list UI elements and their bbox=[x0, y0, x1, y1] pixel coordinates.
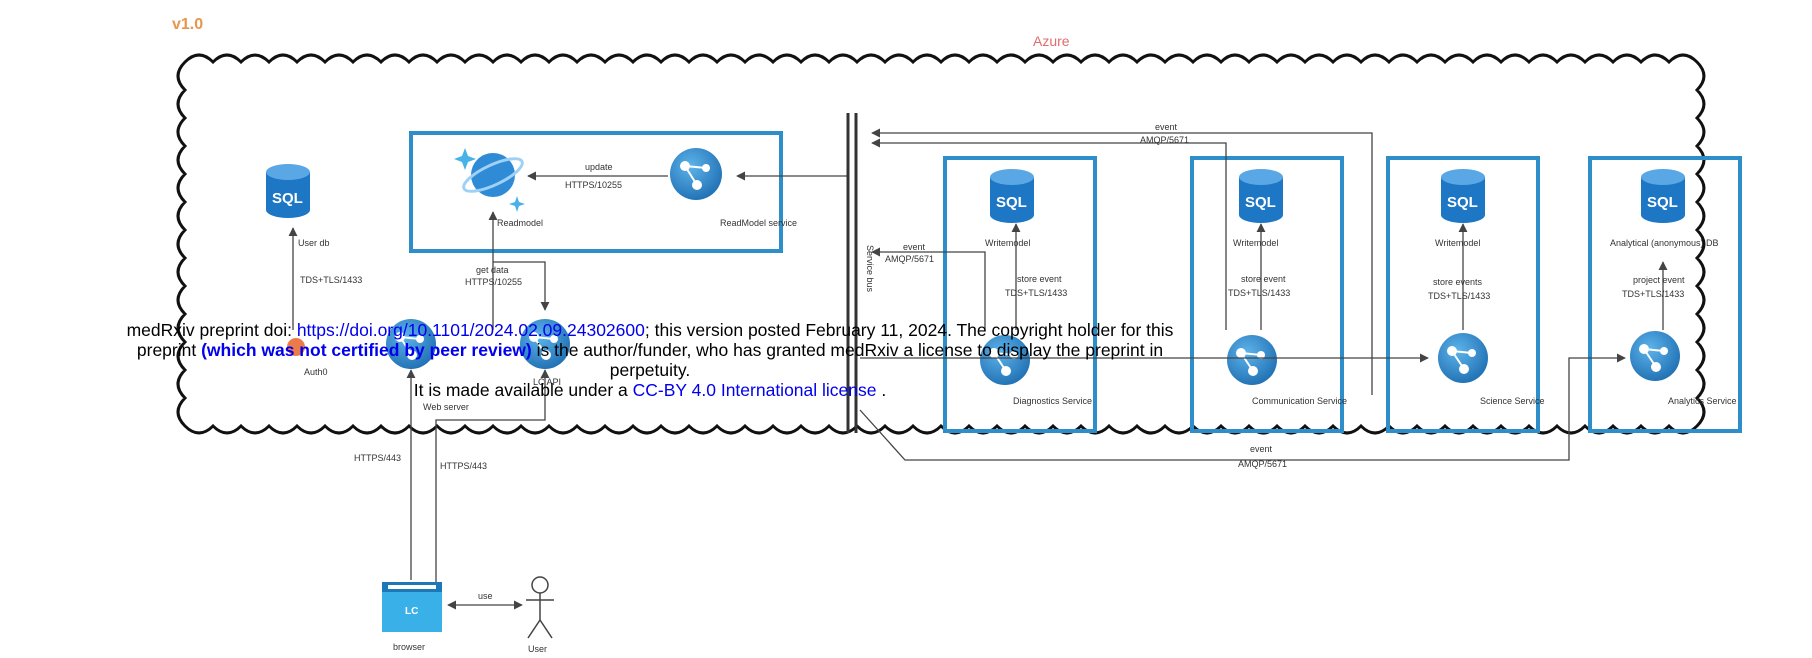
science-db-label: Writemodel bbox=[1435, 238, 1480, 248]
notice-line2-prefix: preprint bbox=[136, 340, 202, 360]
science-service-name: Science Service bbox=[1480, 396, 1545, 406]
getdata-proto: HTTPS/10255 bbox=[465, 277, 522, 287]
diagnostics-service-name: Diagnostics Service bbox=[1013, 396, 1092, 406]
science-db-icon: SQL bbox=[1441, 169, 1485, 223]
notice-line4-prefix: It is made available under a bbox=[413, 380, 633, 400]
user-db-label: User db bbox=[298, 238, 330, 248]
event-proto-top: AMQP/5671 bbox=[1140, 135, 1189, 145]
readmodel-service-icon bbox=[670, 148, 722, 200]
diagnostics-db-label: Writemodel bbox=[985, 238, 1030, 248]
preprint-notice-line3: perpetuity. bbox=[0, 360, 1300, 380]
communication-db-label: Writemodel bbox=[1233, 238, 1278, 248]
diagnostics-service-icon bbox=[980, 335, 1030, 385]
browser-icon: LC bbox=[382, 582, 442, 632]
lc-api-label: LC API bbox=[533, 377, 561, 387]
getdata-label: get data bbox=[476, 265, 509, 275]
auth0-label: Auth0 bbox=[304, 367, 328, 377]
communication-service-name: Communication Service bbox=[1252, 396, 1347, 406]
science-service-box bbox=[1386, 156, 1540, 433]
readmodel-group bbox=[409, 131, 783, 253]
diagnostics-service-box bbox=[943, 156, 1097, 433]
science-event-arrow bbox=[871, 128, 1373, 395]
science-db-sql-text: SQL bbox=[1447, 194, 1478, 211]
notice-line1-prefix: medRxiv preprint doi: bbox=[126, 320, 297, 340]
web-server-icon bbox=[386, 319, 436, 369]
analytics-store-proto: TDS+TLS/1433 bbox=[1622, 289, 1684, 299]
user-label: User bbox=[528, 644, 547, 654]
browser-label: browser bbox=[393, 642, 425, 652]
communication-store-label: store event bbox=[1241, 274, 1286, 284]
diagnostics-store-proto: TDS+TLS/1433 bbox=[1005, 288, 1067, 298]
preprint-notice-line4: It is made available under a CC-BY 4.0 I… bbox=[0, 380, 1300, 400]
science-service-icon bbox=[1438, 333, 1488, 383]
diagnostics-store-label: store event bbox=[1017, 274, 1062, 284]
browser-inner-text: LC bbox=[405, 606, 418, 617]
event-proto-bottom: AMQP/5671 bbox=[1238, 459, 1287, 469]
preprint-notice-line1: medRxiv preprint doi: https://doi.org/10… bbox=[0, 320, 1300, 340]
doi-link[interactable]: https://doi.org/10.1101/2024.02.09.24302… bbox=[296, 320, 645, 340]
https-right-line bbox=[435, 369, 550, 583]
analytics-service-icon bbox=[1630, 331, 1680, 381]
event-proto-mid: AMQP/5671 bbox=[885, 254, 934, 264]
communication-service-box bbox=[1190, 156, 1344, 433]
analytics-db-sql-text: SQL bbox=[1647, 194, 1678, 211]
https-right-label: HTTPS/443 bbox=[440, 461, 487, 471]
service-bus-label: Service bus bbox=[865, 245, 875, 293]
communication-db-icon: SQL bbox=[1239, 169, 1283, 223]
https-left-label: HTTPS/443 bbox=[354, 453, 401, 463]
communication-event-arrow bbox=[871, 138, 1227, 330]
user-db-sql-text: SQL bbox=[272, 190, 303, 207]
analytics-service-box bbox=[1588, 156, 1742, 433]
version-label: v1.0 bbox=[172, 16, 203, 33]
readmodel-db-label: Readmodel bbox=[497, 218, 543, 228]
update-proto: HTTPS/10255 bbox=[565, 180, 622, 190]
user-db-proto: TDS+TLS/1433 bbox=[300, 275, 362, 285]
use-label: use bbox=[478, 591, 493, 601]
notice-line3: perpetuity. bbox=[609, 360, 691, 380]
user-icon bbox=[526, 576, 554, 639]
diagnostics-db-sql-text: SQL bbox=[996, 194, 1027, 211]
notice-line4-suffix: . bbox=[876, 380, 887, 400]
getdata-return-arrow bbox=[493, 261, 550, 311]
bus-to-analytics-arrow bbox=[859, 353, 1626, 461]
readmodel-service-label: ReadModel service bbox=[720, 218, 797, 228]
lc-api-icon bbox=[520, 319, 570, 369]
notice-line1-suffix: ; this version posted February 11, 2024.… bbox=[644, 320, 1174, 340]
azure-cloud bbox=[176, 53, 1706, 435]
science-store-proto: TDS+TLS/1433 bbox=[1428, 291, 1490, 301]
cloud-label: Azure bbox=[1033, 33, 1070, 49]
analytics-store-label: project event bbox=[1633, 275, 1685, 285]
preprint-notice-line2: preprint (which was not certified by pee… bbox=[0, 340, 1300, 360]
event-label-mid: event bbox=[903, 242, 926, 252]
auth0-icon bbox=[287, 338, 305, 356]
notice-line2-suffix: is the author/funder, who has granted me… bbox=[531, 340, 1164, 360]
notice-peer-review: (which was not certified by peer review) bbox=[201, 340, 532, 360]
user-db-icon: SQL bbox=[266, 164, 310, 218]
analytics-db-icon: SQL bbox=[1641, 169, 1685, 223]
communication-db-sql-text: SQL bbox=[1245, 194, 1276, 211]
update-label: update bbox=[585, 162, 613, 172]
diagnostics-db-icon: SQL bbox=[990, 169, 1034, 223]
event-label-bottom: event bbox=[1250, 444, 1273, 454]
communication-service-icon bbox=[1227, 335, 1277, 385]
license-link[interactable]: CC-BY 4.0 International license bbox=[632, 380, 877, 400]
web-server-label: Web server bbox=[423, 402, 469, 412]
analytics-db-label: Analytical (anonymous) DB bbox=[1610, 238, 1719, 248]
science-store-label: store events bbox=[1433, 277, 1483, 287]
cosmos-db-icon bbox=[454, 148, 525, 212]
event-label-top: event bbox=[1155, 122, 1178, 132]
communication-store-proto: TDS+TLS/1433 bbox=[1228, 288, 1290, 298]
diagnostics-event-arrow bbox=[871, 247, 986, 330]
analytics-service-name: Analytics Service bbox=[1668, 396, 1737, 406]
